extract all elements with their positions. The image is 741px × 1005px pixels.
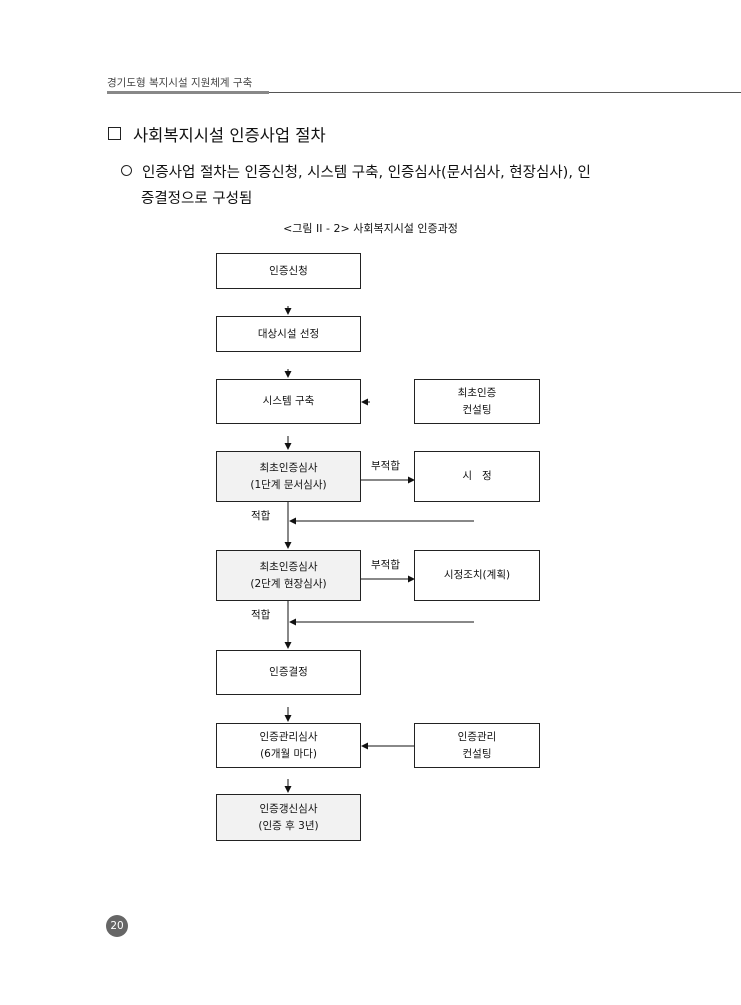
node-renew: 인증갱신심사 (인증 후 3년) [216,794,361,841]
node-build-label: 시스템 구축 [262,395,315,407]
header-accent-bar [107,91,269,94]
bullet-text-line1: 인증사업 절차는 인증신청, 시스템 구축, 인증심사(문서심사, 현장심사),… [142,165,591,181]
node-consult2-line2: 컨설팅 [462,747,492,760]
label-fail-2: 부적합 [371,559,400,571]
node-review1-line1: 최초인증심사 [259,461,318,474]
bullet-text-line2: 증결정으로 구성됨 [141,191,253,207]
label-pass-1: 적합 [251,510,271,522]
node-select-label: 대상시설 선정 [257,327,320,340]
section-heading-text: 사회복지시설 인증사업 절차 [133,126,326,145]
node-renew-line2: (인증 후 3년) [258,819,319,832]
label-fail-1: 부적합 [371,460,400,472]
header-rule [107,92,741,93]
circle-bullet-icon [121,165,132,176]
square-bullet-icon [108,127,121,140]
node-manage-line2: (6개월 마다) [260,747,317,760]
node-manage: 인증관리심사 (6개월 마다) [216,723,361,768]
page-number-badge: 20 [106,915,128,937]
running-header: 경기도형 복지시설 지원체계 구축 [107,77,253,89]
node-review2-line1: 최초인증심사 [259,560,318,573]
node-decision: 인증결정 [216,650,361,695]
node-review1-line2: (1단계 문서심사) [250,478,327,491]
node-fix2: 시정조치(계획) [414,550,540,601]
node-fix1-label: 시 정 [462,470,492,482]
node-decision-label: 인증결정 [269,666,308,678]
node-renew-line1: 인증갱신심사 [259,802,318,815]
node-select: 대상시설 선정 [216,316,361,352]
section-heading: 사회복지시설 인증사업 절차 [108,122,326,146]
bullet-paragraph: 인증사업 절차는 인증신청, 시스템 구축, 인증심사(문서심사, 현장심사),… [121,159,681,187]
node-build: 시스템 구축 [216,379,361,424]
node-consult2: 인증관리 컨설팅 [414,723,540,768]
node-manage-line1: 인증관리심사 [259,730,318,743]
node-consult1: 최초인증 컨설팅 [414,379,540,424]
node-apply: 인증신청 [216,253,361,289]
node-review2-line2: (2단계 현장심사) [250,577,327,590]
node-consult2-line1: 인증관리 [457,730,497,743]
node-consult1-line1: 최초인증 [457,386,497,399]
node-review1: 최초인증심사 (1단계 문서심사) [216,451,361,502]
figure-caption: <그림 II - 2> 사회복지시설 인증과정 [283,222,458,235]
node-consult1-line2: 컨설팅 [462,403,492,416]
node-apply-label: 인증신청 [269,264,308,277]
node-review2: 최초인증심사 (2단계 현장심사) [216,550,361,601]
node-fix2-label: 시정조치(계획) [443,569,511,581]
label-pass-2: 적합 [251,609,271,621]
node-fix1: 시 정 [414,451,540,502]
